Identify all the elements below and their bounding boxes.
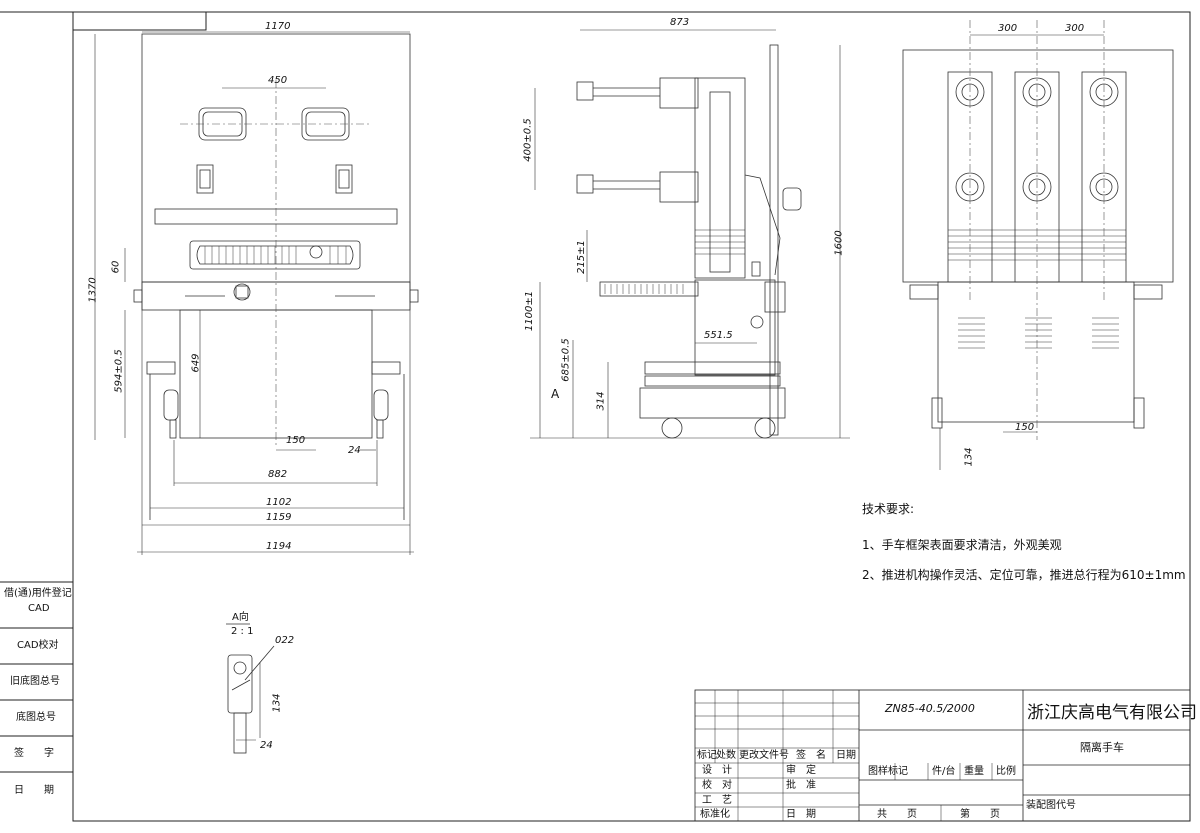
detail-scale: 2 : 1 xyxy=(231,626,254,637)
rear-view xyxy=(902,20,1174,470)
dim-685: 685±0.5 xyxy=(560,338,572,382)
detail-view-a xyxy=(226,623,275,754)
scale: 比例 xyxy=(996,766,1016,777)
company-name: 浙江庆高电气有限公司 xyxy=(1027,703,1197,723)
dim-1170: 1170 xyxy=(265,21,291,32)
sidebar-row-date: 日 期 xyxy=(14,785,54,796)
pieces-per-unit: 件/台 xyxy=(932,766,956,777)
dim-215: 215±1 xyxy=(575,240,587,274)
sidebar-grid xyxy=(0,581,73,773)
tech-item-2: 2、推进机构操作灵活、定位可靠，推进总行程为610±1mm xyxy=(862,568,1186,582)
sidebar-row-borrow: 借(通)用件登记 xyxy=(4,588,72,599)
dim-594: 594±0.5 xyxy=(113,349,125,393)
rev-header-sign: 签 名 xyxy=(796,750,826,761)
role-design: 设 计 xyxy=(702,765,732,776)
dim-314: 314 xyxy=(595,391,607,411)
rev-header-count: 处数 xyxy=(716,750,736,761)
role-approve-final: 审 定 xyxy=(786,765,816,776)
role-date: 日 期 xyxy=(786,809,816,820)
role-approve: 批 准 xyxy=(786,780,816,791)
dim-022: 022 xyxy=(275,635,295,646)
assembly-code: 装配图代号 xyxy=(1026,800,1076,811)
rev-header-date: 日期 xyxy=(836,750,856,761)
tech-heading: 技术要求: xyxy=(862,502,915,516)
dim-134-rear: 134 xyxy=(963,447,975,467)
dim-150-front: 150 xyxy=(286,435,306,446)
dim-24-front: 24 xyxy=(348,445,361,456)
sheet-total: 共 页 xyxy=(877,809,917,820)
dim-649: 649 xyxy=(190,353,202,373)
rev-header-mark: 标记 xyxy=(697,750,717,761)
sheet-number: 第 页 xyxy=(960,809,1000,820)
role-check: 校 对 xyxy=(702,780,732,791)
dim-882: 882 xyxy=(268,469,288,480)
view-marker-a: A xyxy=(551,387,560,401)
dim-1370: 1370 xyxy=(87,277,99,303)
sidebar-row-base: 底图总号 xyxy=(16,712,56,723)
dim-551: 551.5 xyxy=(704,330,733,341)
dim-1159: 1159 xyxy=(266,512,292,523)
role-standard: 标准化 xyxy=(700,809,730,820)
sidebar-row-sign: 签 字 xyxy=(14,748,54,759)
role-process: 工 艺 xyxy=(702,795,732,806)
drawing-number: ZN85-40.5/2000 xyxy=(885,702,975,715)
dim-450: 450 xyxy=(268,75,288,86)
dim-24-detail: 24 xyxy=(260,740,273,751)
dim-60: 60 xyxy=(110,260,122,274)
pattern-mark: 图样标记 xyxy=(868,766,908,777)
dim-134-detail: 134 xyxy=(271,693,283,713)
dim-150-rear: 150 xyxy=(1015,422,1035,433)
part-name: 隔离手车 xyxy=(1080,741,1124,754)
dim-400: 400±0.5 xyxy=(522,118,534,162)
tech-item-1: 1、手车框架表面要求清洁，外观美观 xyxy=(862,538,1062,552)
sheet-border xyxy=(72,11,1191,822)
dim-300-right: 300 xyxy=(1065,23,1085,34)
detail-title: A向 xyxy=(232,612,249,623)
dim-300-left: 300 xyxy=(998,23,1018,34)
title-block xyxy=(694,689,1191,822)
front-view xyxy=(94,31,419,555)
dim-1100: 1100±1 xyxy=(524,290,536,332)
rev-header-doc: 更改文件号 xyxy=(739,750,789,761)
sidebar-row-cad: CAD xyxy=(28,603,50,614)
weight: 重量 xyxy=(964,766,984,777)
sidebar-row-cad-check: CAD校对 xyxy=(17,640,59,651)
dim-873: 873 xyxy=(670,17,690,28)
dim-1600: 1600 xyxy=(833,230,845,256)
dim-1102: 1102 xyxy=(266,497,292,508)
side-view xyxy=(530,29,850,439)
sidebar-row-old-base: 旧底图总号 xyxy=(10,676,60,687)
dim-1194: 1194 xyxy=(266,541,292,552)
